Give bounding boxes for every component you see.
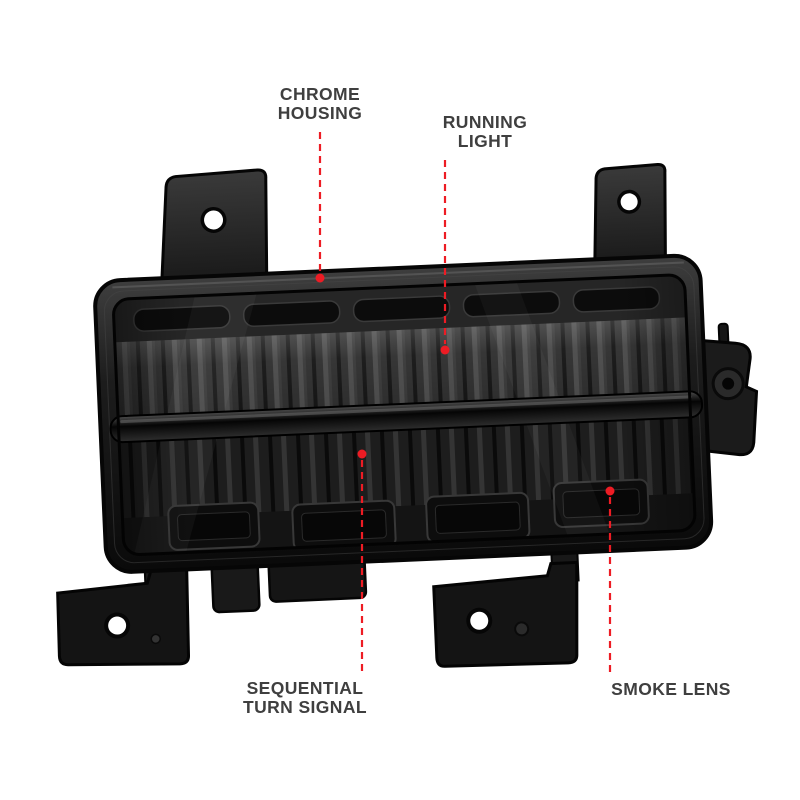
mounting-tab-top-right [593,163,668,283]
tab-hole [204,210,224,230]
callout-label-smoke-lens: SMOKE LENS [611,679,731,699]
chrome-housing-dot [315,273,325,283]
divider-bar-highlight [120,395,692,424]
lens-rim [112,273,697,556]
bottom-bracket-right [432,560,579,668]
callout-lines [318,132,612,674]
callout-label-sequential-turn-signal: SEQUENTIAL TURN SIGNAL [243,678,367,717]
running-light-dot [440,345,450,355]
tab-hole [620,193,638,211]
mounting-tab-top-left [159,168,269,302]
smoke-lens-surface [109,273,704,556]
callout-label-chrome-housing: CHROME HOUSING [277,84,363,123]
bottom-bracket-left [56,565,191,667]
smoke-lens-dot [605,486,615,496]
callout-dots [315,273,615,496]
housing-top-highlight [112,261,684,289]
sequential-turn-signal-dot [357,449,367,459]
callout-label-running-light: RUNNING LIGHT [442,112,528,151]
